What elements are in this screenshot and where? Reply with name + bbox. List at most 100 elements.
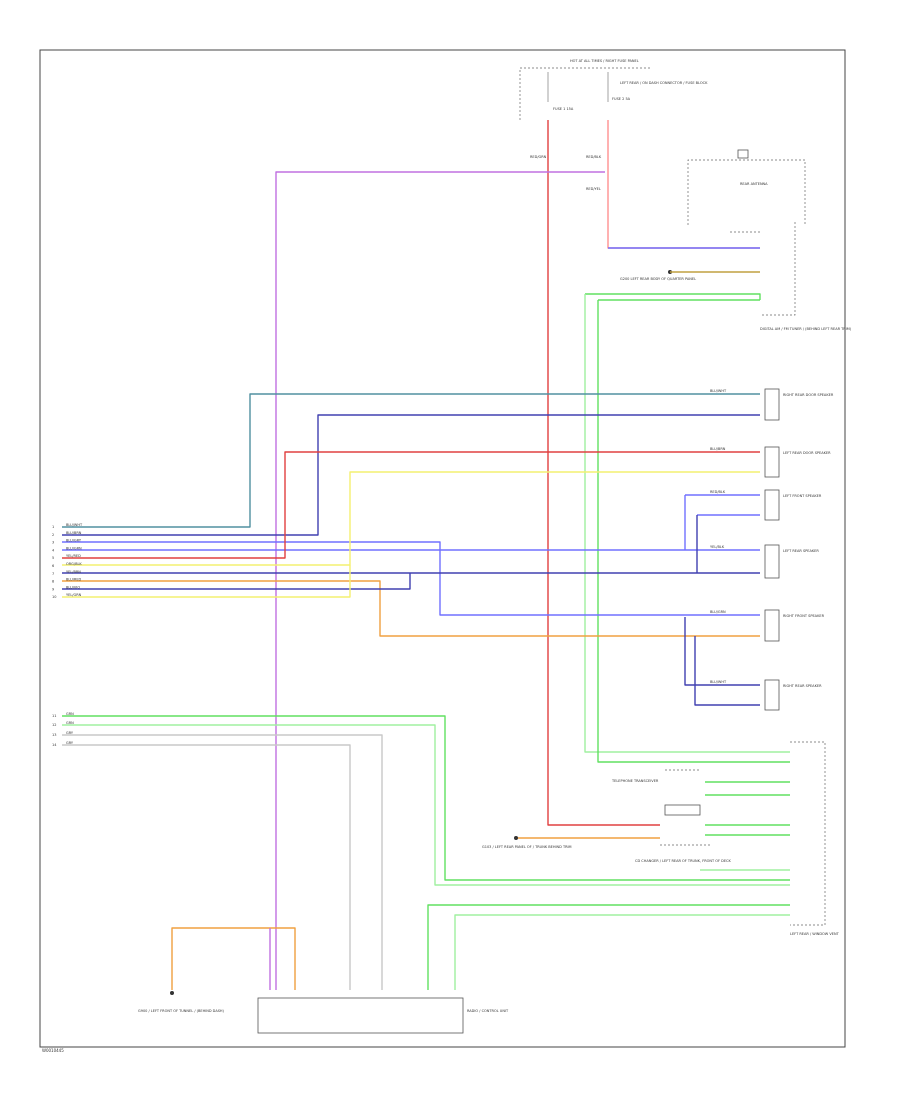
speaker-label-1: RIGHT REAR DOOR SPEAKER [783, 393, 834, 397]
radio-label: RADIO / CONTROL UNIT [467, 1009, 509, 1013]
wire-label-b: RED/BLK [586, 155, 602, 159]
wire-green-bus-b [597, 300, 790, 763]
lower-wire-label-14: GRY [66, 741, 74, 745]
left-pin-7: 7 [52, 572, 54, 576]
left-pin-4: 4 [52, 548, 55, 552]
left-wire-label-7: YEL/BRN [66, 570, 81, 574]
vent-label: LEFT REAR / WINDOW VENT [790, 932, 840, 936]
left-pin-9: 9 [52, 587, 54, 591]
speaker-6 [764, 679, 780, 711]
right-connector-block: LEFT REAR / WINDOW VENT [790, 741, 840, 936]
lower-pin-11: 11 [52, 714, 56, 718]
lower-wire-label-12: GRN [66, 721, 74, 725]
left-wire-label-10: YEL/GRN [66, 593, 82, 597]
fuse-box-detail: LEFT REAR / ON DASH CONNECTOR / FUSE BLO… [620, 81, 708, 85]
lower-pin-13: 13 [52, 733, 56, 737]
left-wire-label-3: BLU/GRY [66, 539, 82, 543]
wire-power-pink [607, 120, 760, 249]
ground-top-label: G200 LEFT REAR BODY OF QUARTER PANEL [620, 277, 696, 281]
digital-tuner: DIGITAL AM / FM TUNER / (BEHIND LEFT REA… [620, 222, 852, 331]
speaker-wire-label-2: BLU/BRN [710, 447, 726, 451]
radio-ground-label: G900 / LEFT FRONT OF TUNNEL / (BEHIND DA… [138, 1009, 225, 1013]
left-pin-3: 3 [52, 541, 54, 545]
wire-spk-rr-a [684, 617, 760, 686]
wire-spk-9 [62, 573, 411, 590]
rear-antenna-label: REAR ANTENNA [740, 182, 768, 186]
speaker-5 [764, 609, 780, 642]
fuse-box: HOT AT ALL TIMES / RIGHT FUSE PANEL FUSE… [519, 59, 708, 191]
cd-changer: CD CHANGER / LEFT REAR OF TRUNK, FRONT O… [635, 844, 731, 863]
speaker-3 [764, 489, 780, 521]
lower-wire-label-11: GRN [66, 712, 74, 716]
telephone-label: TELEPHONE TRANSCEIVER [611, 779, 659, 783]
wire-spk-5 [62, 451, 760, 559]
wire-radio-orange [171, 927, 296, 990]
wire-radio-green-b [454, 914, 790, 990]
left-pin-2: 2 [52, 533, 54, 537]
speaker-label-3: LEFT FRONT SPEAKER [783, 494, 822, 498]
fuse-b-label: FUSE 2 5A [612, 97, 631, 101]
left-pin-1: 1 [52, 525, 54, 529]
wire-lower-3 [62, 734, 383, 990]
wires [62, 120, 790, 990]
left-pin-10: 10 [52, 595, 56, 599]
speaker-wire-label-3: RED/BLK [710, 490, 726, 494]
left-wire-label-2: BLU/BRN [66, 531, 82, 535]
speaker-wire-label-1: BLU/WHT [710, 389, 727, 393]
left-wire-label-4: BLU/GRN [66, 546, 82, 550]
wire-green-tuner-a [585, 293, 761, 300]
speaker-wire-label-5: BLU/GRN [710, 610, 726, 614]
speaker-1 [764, 388, 780, 421]
left-wire-label-6: ORG/BLK [66, 562, 82, 566]
left-pin-6: 6 [52, 564, 54, 568]
speaker-label-4: LEFT REAR SPEAKER [783, 549, 819, 553]
small-ground: G103 / LEFT REAR PANEL OF / TRUNK BEHIND… [482, 836, 572, 849]
lower-wire-label-13: GRY [66, 731, 74, 735]
fuse-a-label: FUSE 1 15A [553, 107, 574, 111]
wire-spk-6 [62, 471, 760, 566]
speakers: RIGHT REAR DOOR SPEAKER BLU/WHT LEFT REAR … [710, 388, 834, 711]
left-wire-label-9: BLU/VIO [66, 585, 80, 589]
diagram-frame [39, 49, 846, 1048]
wire-power-red [547, 120, 660, 826]
fuse-box-title: HOT AT ALL TIMES / RIGHT FUSE PANEL [570, 59, 639, 63]
radio-control-unit: RADIO / CONTROL UNIT G900 / LEFT FRONT O… [138, 991, 509, 1034]
digital-tuner-label: DIGITAL AM / FM TUNER / (BEHIND LEFT REA… [760, 327, 852, 331]
lower-pin-12: 12 [52, 723, 56, 727]
wire-lower-2 [62, 724, 790, 886]
wire-lower-4 [62, 744, 351, 990]
left-pin-8: 8 [52, 580, 54, 584]
wire-spk-1 [62, 393, 760, 528]
left-wire-label-8: BLU/RED [66, 578, 82, 582]
wire-spk-3 [62, 541, 760, 616]
left-wire-label-5: YEL/RED [66, 554, 81, 558]
speaker-4 [764, 544, 780, 579]
speaker-2 [764, 446, 780, 478]
wire-spk-2 [62, 414, 760, 536]
speaker-wire-label-6: BLU/WHT [710, 680, 727, 684]
wire-spk-rr-b [694, 636, 760, 706]
wire-green-bus-a [584, 294, 790, 753]
left-wire-label-1: BLU/WHT [66, 523, 83, 527]
wire-violet-main [275, 171, 605, 990]
wire-spk-8 [62, 580, 760, 637]
small-ground-label: G103 / LEFT REAR PANEL OF / TRUNK BEHIND… [482, 845, 572, 849]
speaker-label-2: LEFT REAR DOOR SPEAKER [783, 451, 831, 455]
diagram-id: W0010445 [42, 1048, 64, 1053]
radio-ground-symbol [170, 991, 174, 995]
speaker-wire-label-4: YEL/BLK [710, 545, 725, 549]
wire-lower-1 [62, 715, 790, 881]
cd-changer-label: CD CHANGER / LEFT REAR OF TRUNK, FRONT O… [635, 859, 731, 863]
speaker-label-5: RIGHT FRONT SPEAKER [783, 614, 825, 618]
rear-antenna: REAR ANTENNA [687, 149, 806, 225]
speaker-label-6: RIGHT REAR SPEAKER [783, 684, 822, 688]
wire-radio-green-a [427, 904, 790, 990]
lower-pin-14: 14 [52, 743, 57, 747]
wire-spk-10 [62, 565, 351, 598]
wire-label-c: RED/YEL [586, 187, 601, 191]
wire-label-a: RED/GRN [530, 155, 547, 159]
